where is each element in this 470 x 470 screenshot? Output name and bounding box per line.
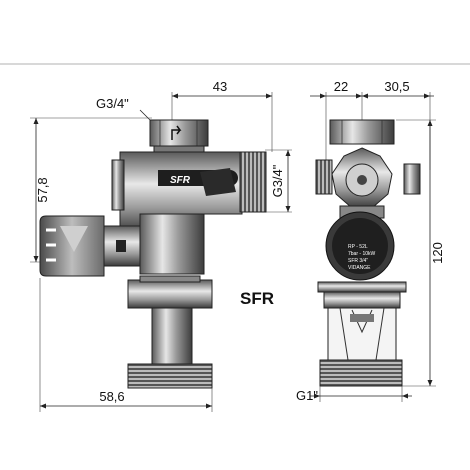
front-view: 43 G3/4" 57,8 G3/4" SFR [30,79,292,412]
dim-label-120: 120 [430,242,445,264]
drain-tube [151,307,193,365]
badge-line-4: VIDANGE [348,265,371,271]
thread-label-top: G3/4" [96,96,129,111]
badge-line-1: RP - 52L [348,244,368,250]
badge-line-3: SFR 3/4" [348,258,368,264]
bottom-thread [127,363,213,389]
body-logo: SFR [170,175,191,186]
right-outlet-thread [239,151,267,213]
side-view: 22 30,5 RP - 52L 7bar - 10kW SFR 3/4" VI… [296,79,445,403]
model-label: SFR [240,289,274,308]
badge-line-2: 7bar - 10kW [348,251,376,257]
dim-label-57-8: 57,8 [35,177,50,202]
dim-label-22: 22 [334,79,348,94]
thread-label-bottom: G1" [296,388,318,403]
top-hex-nut [149,119,209,147]
dim-label-30-5: 30,5 [384,79,409,94]
side-bottom-thread [319,359,403,387]
dim-label-43: 43 [213,79,227,94]
dim-label-58-6: 58,6 [99,389,124,404]
thread-label-right: G3/4" [270,164,285,197]
base-plate [127,279,213,309]
